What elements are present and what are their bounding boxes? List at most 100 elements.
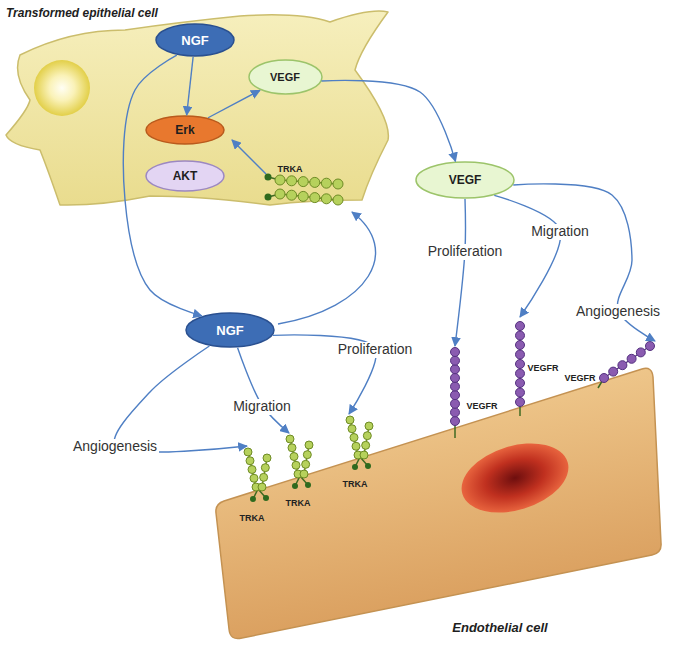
cell-outline	[210, 315, 672, 648]
label-holder: Angiogenesis	[574, 302, 662, 320]
label-holder: TRKA	[286, 492, 311, 510]
receptor-domain	[451, 365, 460, 374]
receptor-domain	[516, 350, 525, 359]
receptor-domain	[300, 470, 308, 478]
process-label: Proliferation	[426, 244, 505, 259]
label-holder: Migration	[529, 222, 591, 240]
molecule-ellipse	[146, 116, 224, 144]
cell-outline	[0, 0, 395, 212]
receptor-domain	[310, 177, 320, 187]
receptor-label: TRKA	[286, 499, 311, 509]
receptor-domain	[321, 194, 331, 204]
receptor-domain	[303, 451, 311, 459]
receptor-domain	[288, 444, 296, 452]
receptor-domain	[451, 382, 460, 391]
receptor-domain	[350, 434, 358, 442]
receptor-domain	[275, 189, 285, 199]
molecule-ellipse	[416, 162, 514, 198]
label-holder: Proliferation	[336, 340, 415, 358]
receptor-label: VEGFR	[527, 364, 558, 374]
process-label: Migration	[529, 224, 591, 239]
signal-arrow	[455, 199, 465, 346]
label-holder: TRKA	[343, 473, 368, 491]
process-label: Proliferation	[336, 342, 415, 357]
receptor-domain	[451, 399, 460, 408]
receptor-label: TRKA	[278, 165, 303, 175]
receptor-domain	[362, 441, 370, 449]
receptor-label: VEGFR	[466, 402, 497, 412]
process-label: Migration	[231, 399, 293, 414]
receptor-domain	[600, 374, 609, 383]
ngf-to-receptor-arrow	[278, 212, 376, 324]
receptor-domain	[246, 457, 254, 465]
receptor-domain	[363, 432, 371, 440]
receptor-domain	[310, 193, 320, 203]
receptor-domain	[451, 417, 460, 426]
receptor-domain	[275, 175, 285, 185]
endothelial-cell: Endothelial cell	[210, 315, 672, 648]
receptor-kinase-dot	[305, 482, 311, 488]
receptor-domain	[360, 451, 368, 459]
receptor-domain	[516, 322, 525, 331]
akt-kinase: AKT	[145, 160, 225, 192]
receptor-domain	[346, 416, 354, 424]
receptor-domain	[244, 448, 252, 456]
receptor-domain	[365, 422, 373, 430]
receptor-domain	[287, 176, 297, 186]
vegf-secreted: VEGF	[415, 161, 515, 199]
receptor-domain	[305, 441, 313, 449]
epithelial-cell: Transformed epithelial cellNGFVEGFErkAKT	[0, 0, 395, 212]
receptor-domain	[516, 379, 525, 388]
molecule-name: NGF	[216, 323, 243, 338]
label-holder: TRKA	[278, 158, 303, 176]
label-holder: TRKA	[240, 507, 265, 525]
receptor-label: TRKA	[343, 480, 368, 490]
molecule-name: Erk	[175, 123, 194, 137]
receptor-domain	[646, 342, 655, 351]
receptor-domain	[321, 178, 331, 188]
molecule-name: VEGF	[270, 71, 300, 83]
receptor-domain	[298, 177, 308, 187]
receptor-kinase-dot	[352, 464, 358, 470]
receptor-label: VEGFR	[564, 374, 595, 384]
receptor-kinase-dot	[250, 496, 256, 502]
process-label: Angiogenesis	[71, 439, 159, 454]
receptor-domain	[451, 408, 460, 417]
receptor-kinase-dot	[365, 463, 371, 469]
signal-arrow	[238, 348, 289, 433]
receptor-domain	[290, 453, 298, 461]
cell-body	[6, 11, 388, 205]
molecule-name: VEGF	[449, 173, 482, 187]
receptor-domain	[292, 461, 300, 469]
receptor-kinase-dot	[292, 483, 298, 489]
receptor-domain	[258, 483, 266, 491]
cell-name: Transformed epithelial cell	[6, 6, 158, 20]
cell-name: Endothelial cell	[452, 620, 547, 635]
receptor-domain	[261, 464, 269, 472]
receptor-domain	[348, 425, 356, 433]
receptor-domain	[286, 435, 294, 443]
receptor-kinase-dot	[265, 194, 272, 201]
receptor-domain	[618, 361, 627, 370]
receptor-domain	[516, 331, 525, 340]
molecule-ellipse	[186, 313, 274, 347]
label-holder: Proliferation	[426, 242, 505, 260]
molecule-ellipse	[146, 161, 224, 191]
receptor-domain	[516, 341, 525, 350]
receptor-domain	[302, 460, 310, 468]
molecule-ellipse	[156, 24, 234, 56]
receptor-domain	[516, 398, 525, 407]
receptor-kinase-dot	[265, 174, 272, 181]
cell-body	[216, 368, 661, 638]
receptor-domain	[636, 348, 645, 357]
receptor-domain	[250, 474, 258, 482]
signal-arrow	[114, 346, 247, 452]
receptor-domain	[248, 466, 256, 474]
receptor-domain	[333, 195, 343, 205]
receptor-domain	[287, 190, 297, 200]
molecule-name: AKT	[173, 169, 198, 183]
receptor-domain	[516, 360, 525, 369]
